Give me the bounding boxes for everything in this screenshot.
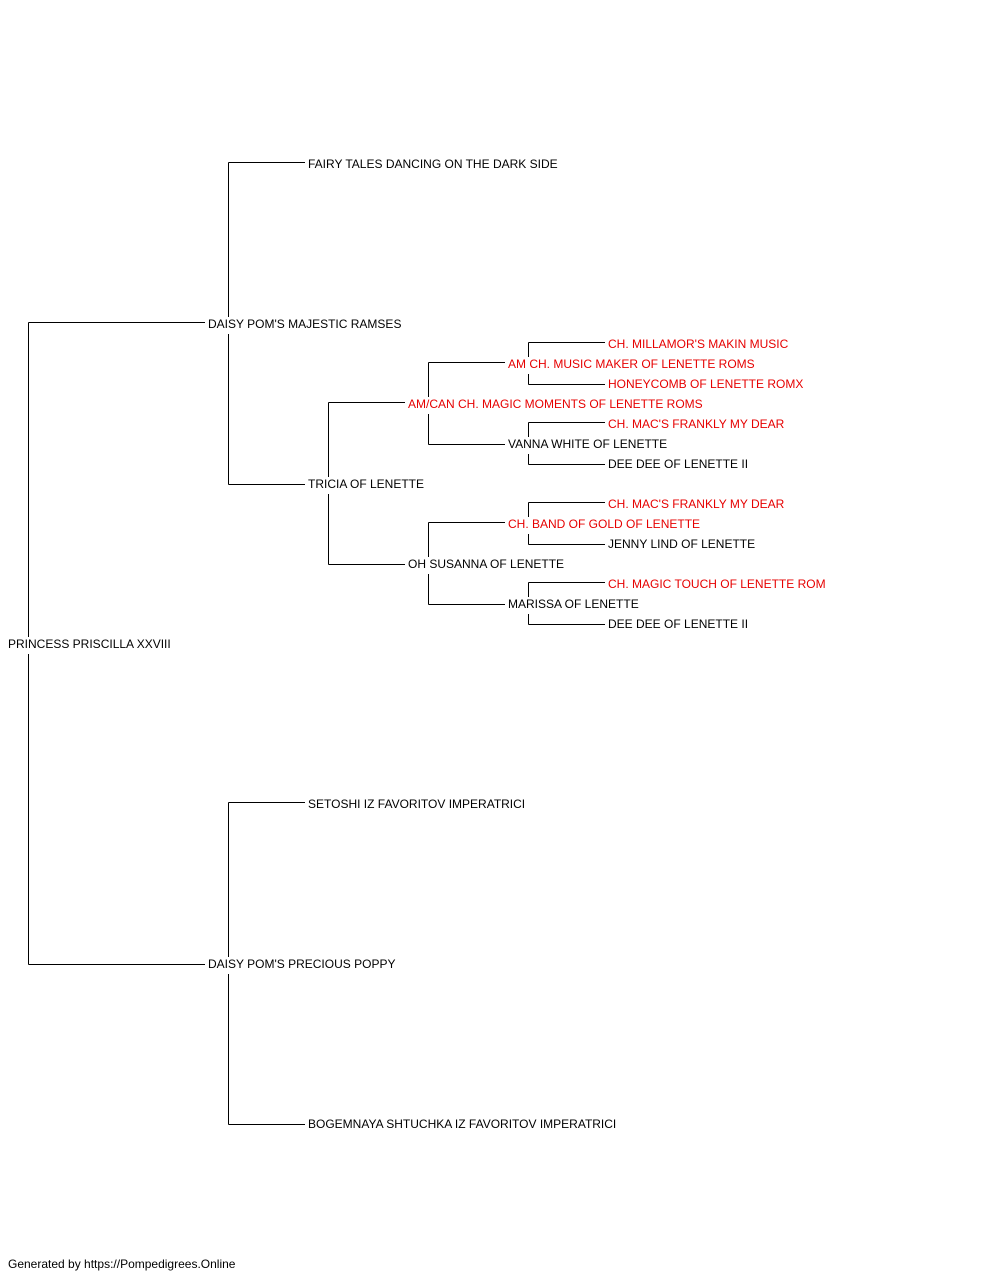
dog-sire-dam-dam[interactable]: OH SUSANNA OF LENETTE — [406, 557, 567, 571]
dog-sire-dam-sire-dam[interactable]: VANNA WHITE OF LENETTE — [506, 437, 670, 451]
dog-sire-dam-dam-dam[interactable]: MARISSA OF LENETTE — [506, 597, 641, 611]
dog-sire-dam-dam-sire-dam[interactable]: JENNY LIND OF LENETTE — [606, 537, 758, 551]
dog-sire-sire[interactable]: FAIRY TALES DANCING ON THE DARK SIDE — [306, 157, 560, 171]
dog-sire-dam-dam-dam-dam[interactable]: DEE DEE OF LENETTE II — [606, 617, 751, 631]
dog-sire-dam-sire-sire-sire[interactable]: CH. MILLAMOR'S MAKIN MUSIC — [606, 337, 791, 351]
dog-sire-dam-dam-sire-sire[interactable]: CH. MAC'S FRANKLY MY DEAR — [606, 497, 787, 511]
dog-dam[interactable]: DAISY POM'S PRECIOUS POPPY — [206, 957, 398, 971]
dog-sire[interactable]: DAISY POM'S MAJESTIC RAMSES — [206, 317, 404, 331]
dog-dam-dam[interactable]: BOGEMNAYA SHTUCHKA IZ FAVORITOV IMPERATR… — [306, 1117, 619, 1131]
dog-sire-dam-dam-sire[interactable]: CH. BAND OF GOLD OF LENETTE — [506, 517, 703, 531]
dog-subject[interactable]: PRINCESS PRISCILLA XXVIII — [6, 637, 173, 651]
dog-sire-dam-dam-dam-sire[interactable]: CH. MAGIC TOUCH OF LENETTE ROM — [606, 577, 828, 591]
footer-credit: Generated by https://Pompedigrees.Online — [8, 1257, 236, 1271]
dog-dam-sire[interactable]: SETOSHI IZ FAVORITOV IMPERATRICI — [306, 797, 528, 811]
dog-sire-dam-sire-dam-sire[interactable]: CH. MAC'S FRANKLY MY DEAR — [606, 417, 787, 431]
dog-sire-dam-sire-sire[interactable]: AM CH. MUSIC MAKER OF LENETTE ROMS — [506, 357, 757, 371]
dog-sire-dam-sire-sire-dam[interactable]: HONEYCOMB OF LENETTE ROMX — [606, 377, 806, 391]
dog-sire-dam-sire-dam-dam[interactable]: DEE DEE OF LENETTE II — [606, 457, 751, 471]
dog-sire-dam[interactable]: TRICIA OF LENETTE — [306, 477, 427, 491]
dog-sire-dam-sire[interactable]: AM/CAN CH. MAGIC MOMENTS OF LENETTE ROMS — [406, 397, 705, 411]
